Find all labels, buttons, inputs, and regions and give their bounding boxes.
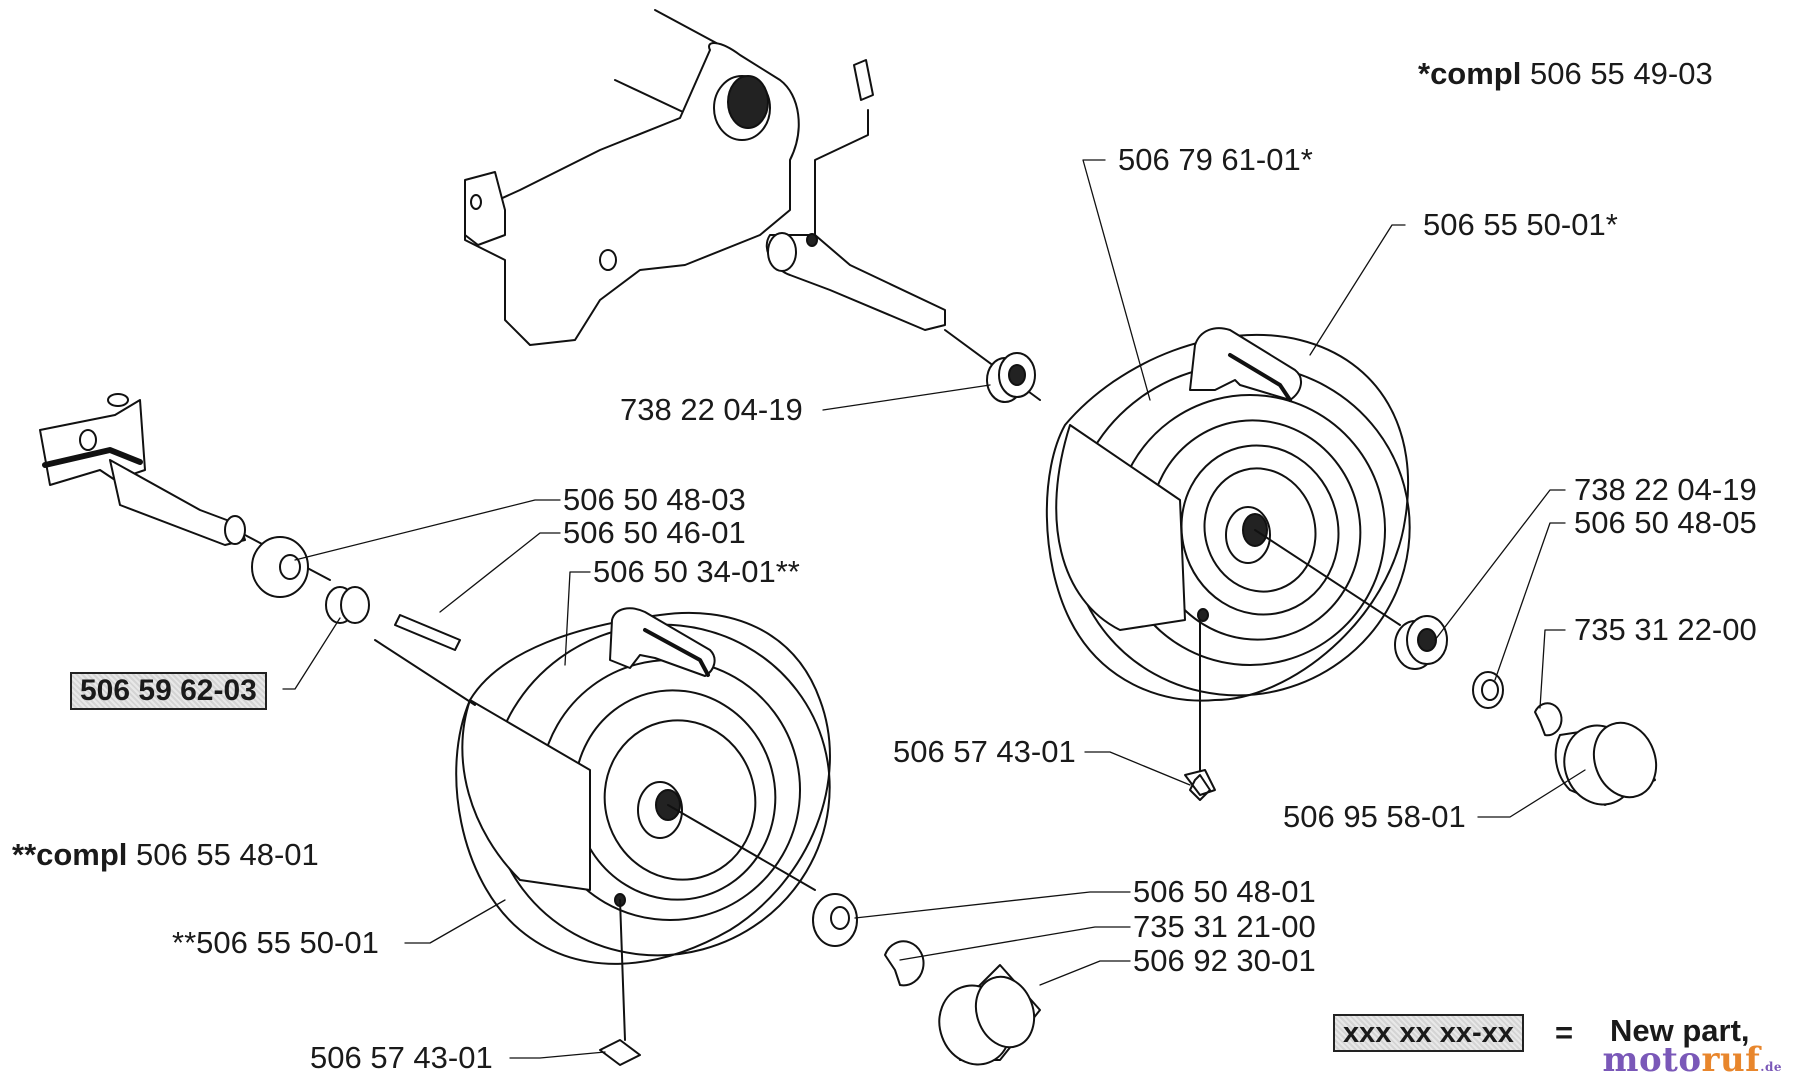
watermark-logo: motoruf.de <box>1602 1040 1782 1080</box>
callout-506-50-46-01: 506 50 46-01 <box>563 515 746 550</box>
callout-738-22-04-19-right: 738 22 04-19 <box>1574 472 1757 507</box>
callout-506-50-48-03: 506 50 48-03 <box>563 482 746 517</box>
callout-735-31-21-00: 735 31 21-00 <box>1133 909 1316 944</box>
callout-506-50-48-05: 506 50 48-05 <box>1574 505 1757 540</box>
left-steering-bracket <box>39 393 331 581</box>
legend-new-part-box: xxx xx xx-xx <box>1333 1014 1524 1052</box>
watermark-part1: moto <box>1602 1040 1702 1080</box>
legend-new-part-text: New part, <box>1610 1013 1750 1048</box>
star-compl-note: *compl 506 55 49-03 <box>1418 57 1713 91</box>
watermark-suffix: .de <box>1760 1060 1782 1074</box>
frame-bracket <box>464 9 1041 403</box>
callout-506-59-62-03-new-part: 506 59 62-03 <box>70 672 267 710</box>
left-hub-parts <box>251 536 1041 1066</box>
right-hub-parts <box>1184 615 1658 806</box>
right-wheel <box>1045 327 1411 702</box>
left-wheel <box>455 607 831 1066</box>
star-compl-prefix: *compl <box>1418 56 1522 91</box>
callout-506-50-48-01: 506 50 48-01 <box>1133 874 1316 909</box>
callout-506-55-50-01: 506 55 50-01* <box>1423 207 1618 242</box>
callout-735-31-22-00: 735 31 22-00 <box>1574 612 1757 647</box>
callout-506-57-43-01-left: 506 57 43-01 <box>310 1040 493 1075</box>
double-star-compl-prefix: **compl <box>12 837 128 872</box>
leader-lines <box>282 159 1586 1059</box>
star-compl-number: 506 55 49-03 <box>1529 56 1713 91</box>
legend-equals: = <box>1555 1015 1574 1050</box>
callout-506-50-34-01: 506 50 34-01** <box>593 554 800 589</box>
callout-738-22-04-19-upper: 738 22 04-19 <box>620 392 803 427</box>
callout-506-55-50-01-double-star: **506 55 50-01 <box>172 925 379 960</box>
double-star-compl-number: 506 55 48-01 <box>136 837 319 872</box>
callout-506-95-58-01: 506 95 58-01 <box>1283 799 1466 834</box>
callout-506-79-61-01: 506 79 61-01* <box>1118 142 1313 177</box>
double-star-compl-note: **compl 506 55 48-01 <box>12 838 319 872</box>
callout-506-92-30-01: 506 92 30-01 <box>1133 943 1316 978</box>
callout-506-57-43-01-right: 506 57 43-01 <box>893 734 1076 769</box>
watermark-part2: ruf <box>1701 1040 1761 1080</box>
